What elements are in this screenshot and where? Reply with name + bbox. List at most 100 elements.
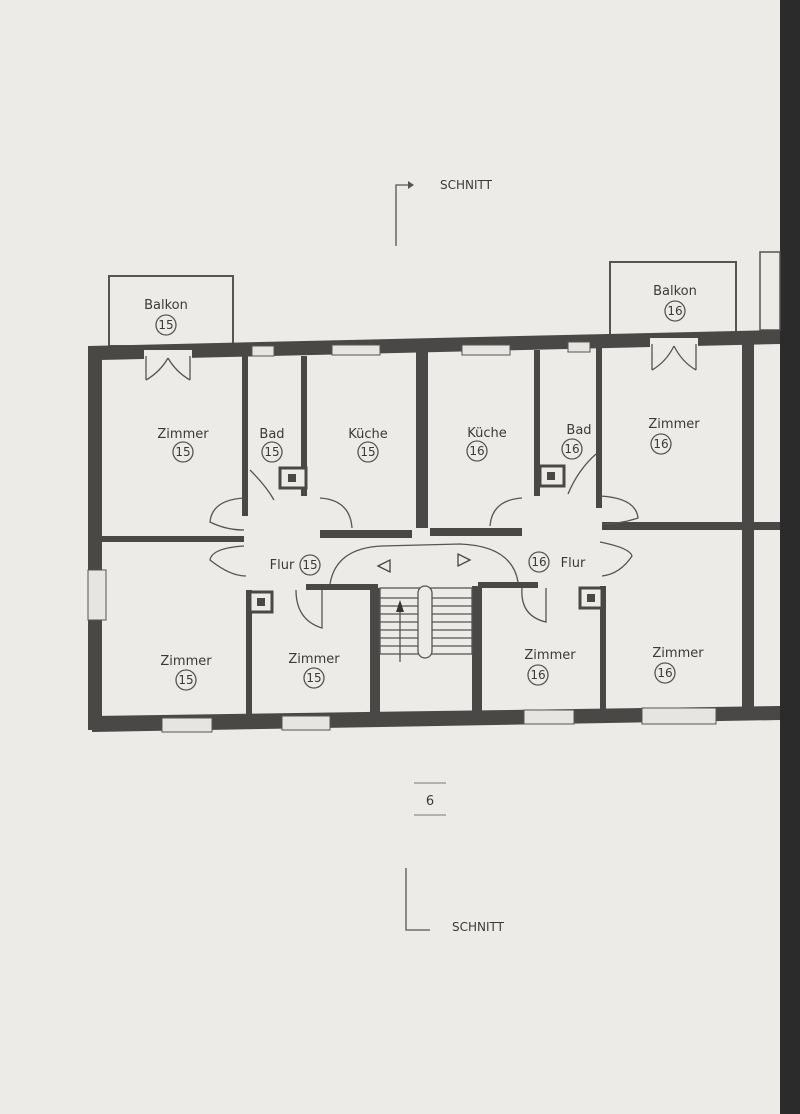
balcony-door-15-gap [144,350,192,360]
room-bad-16: Bad 16 [561,423,592,460]
interior-walls [102,348,780,718]
balcony-16-outline [609,261,737,337]
arrow-left-icon [376,558,391,574]
door-bad-15 [249,469,275,501]
door-zimmer-16-bm [521,587,547,623]
arrow-right-icon [457,552,472,568]
room-zimmer-15-bm: Zimmer 15 [288,652,340,689]
room-zimmer-16-bm: Zimmer 16 [524,648,576,686]
balcony-door-15-swing [145,356,191,381]
room-flur-16: 16 Flur [528,551,586,573]
wall-stair-west [370,588,380,716]
room-unit: 15 [264,445,279,459]
room-label: Bad [566,423,591,438]
door-zimmer-16-br [599,541,633,577]
shaft-zimmer-16-core [587,594,595,602]
room-label: Flur [561,556,586,571]
page-number: 6 [426,794,434,809]
door-kueche-16 [489,497,523,527]
unit-badge [527,664,549,686]
wall-zimmer15-south [102,536,244,542]
door-zimmer-15-bl [209,545,247,577]
unit-badge-15 [155,314,177,336]
room-label: Zimmer [157,427,209,442]
window-zimmer-16-br [641,707,717,725]
unit-badge [561,438,583,460]
door-zimmer-16 [599,495,639,525]
room-label: Zimmer [288,652,340,667]
unit-badge [528,551,550,573]
room-unit: 16 [469,444,484,458]
balcony-doors [144,338,698,381]
shaft-bad-16-core [547,472,555,480]
page-number-block: 6 [414,782,446,816]
room-zimmer-16-br: Zimmer 16 [652,646,704,684]
room-unit: 15 [175,445,190,459]
room-label: Zimmer [160,654,212,669]
room-labels: Zimmer 15 Bad 15 Küche 15 Küche 16 Bad 1… [157,417,704,691]
room-label: Zimmer [652,646,704,661]
room-unit: 16 [530,668,545,682]
background-edge [780,0,800,1114]
section-label-bottom: SCHNITT [452,920,505,934]
section-label-top: SCHNITT [440,178,493,192]
room-zimmer-16-top: Zimmer 16 [648,417,700,455]
unit-badge [299,554,321,576]
unit-badge [303,667,325,689]
shaft-bad-15-core [288,474,296,482]
room-zimmer-15-top: Zimmer 15 [157,427,209,463]
unit-badge [650,433,672,455]
wall-stair-east [472,586,482,712]
stair-well [417,585,433,659]
wall-zimmer15-bad15 [242,356,248,516]
wall-south [92,706,780,732]
window-bad-15 [251,345,275,357]
balcony-16: Balkon 16 [609,261,737,337]
balcony-door-16-gap [650,338,698,348]
room-label: Flur [270,558,295,573]
unit-badge-16 [664,300,686,322]
unit-badge [175,669,197,691]
section-line-top [395,184,408,246]
window-kueche-15 [331,344,381,356]
section-marker-top: SCHNITT [395,178,493,246]
room-kueche-16: Küche 16 [466,426,507,462]
balcony-16-label: Balkon [653,284,697,299]
balcony-door-16-swing [651,344,697,371]
windows [87,341,717,733]
room-label: Zimmer [648,417,700,432]
door-kueche-15 [319,497,353,529]
stair-arrow-icon [396,600,404,612]
wall-west [88,346,102,730]
section-marker-bottom: SCHNITT [405,868,505,934]
room-unit: 16 [531,555,546,569]
wall-kueche15-south [320,530,412,538]
wall-zimmer16-bm-br [600,586,606,710]
wall-kueche15-kueche16 [416,352,428,528]
shafts [248,464,604,614]
wall-kueche16-bad16 [534,350,540,496]
room-flur-15: Flur 15 [270,554,321,576]
room-label: Küche [467,426,507,441]
balcony-16-unit: 16 [667,304,682,318]
stair-landing [329,543,519,585]
unit-badge [172,441,194,463]
wall-flur15-south [306,584,378,590]
section-arrow-icon [408,181,414,189]
unit-badge [654,662,676,684]
room-label: Zimmer [524,648,576,663]
room-label: Küche [348,427,388,442]
balcony-15: Balkon 15 [108,275,234,347]
window-zimmer-16-bm [523,709,575,725]
balcony-15-label: Balkon [144,298,188,313]
window-zimmer-15-bl [161,717,213,733]
room-label: Bad [259,427,284,442]
door-zimmer-15 [209,497,245,531]
section-line-bottom [405,868,430,931]
wall-flur16-south [478,582,538,588]
room-unit: 16 [657,666,672,680]
wall-zimmer16-south [602,522,780,530]
wall-kueche16-south [430,528,522,536]
door-bad-16 [567,453,597,495]
